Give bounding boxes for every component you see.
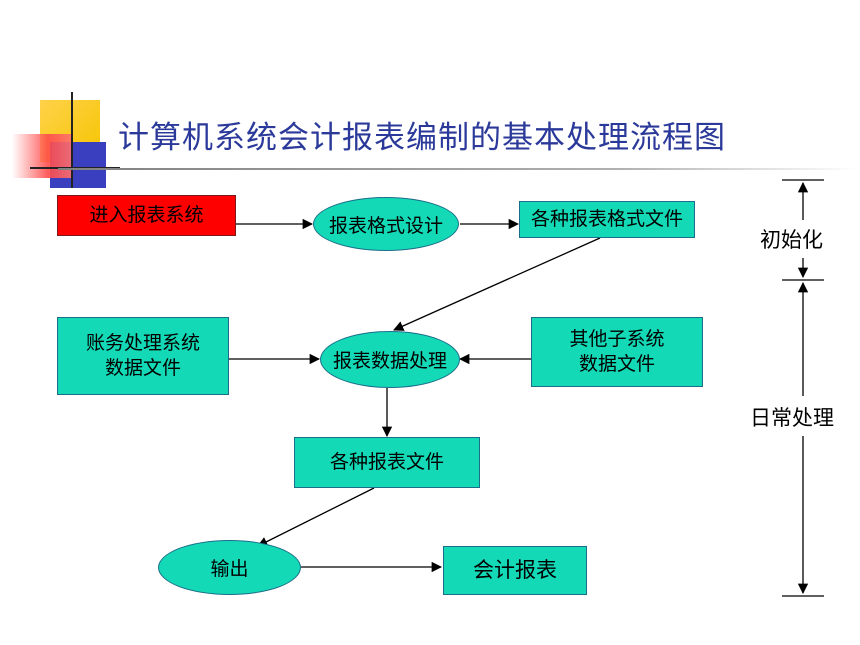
arrow-reportfiles-to-output <box>257 487 375 547</box>
node-accounting-data-files[interactable]: 账务处理系统 数据文件 <box>57 317 229 395</box>
logo-decoration <box>0 88 120 198</box>
page-title: 计算机系统会计报表编制的基本处理流程图 <box>118 120 726 156</box>
node-format-design[interactable]: 报表格式设计 <box>313 197 459 251</box>
node-output[interactable]: 输出 <box>158 540 301 595</box>
phase-label-daily: 日常处理 <box>748 398 836 436</box>
logo-vertical-line <box>71 92 73 188</box>
arrow-formatfiles-to-processing <box>393 237 601 331</box>
node-accounting-reports[interactable]: 会计报表 <box>443 546 587 595</box>
node-other-subsystem-files[interactable]: 其他子系统 数据文件 <box>531 317 703 387</box>
node-enter-system[interactable]: 进入报表系统 <box>57 195 236 236</box>
title-divider <box>58 168 858 170</box>
node-data-processing[interactable]: 报表数据处理 <box>320 331 460 388</box>
phase-label-init: 初始化 <box>758 220 825 258</box>
logo-red-square <box>12 134 72 178</box>
node-format-files[interactable]: 各种报表格式文件 <box>519 201 695 238</box>
node-report-files[interactable]: 各种报表文件 <box>294 437 480 488</box>
